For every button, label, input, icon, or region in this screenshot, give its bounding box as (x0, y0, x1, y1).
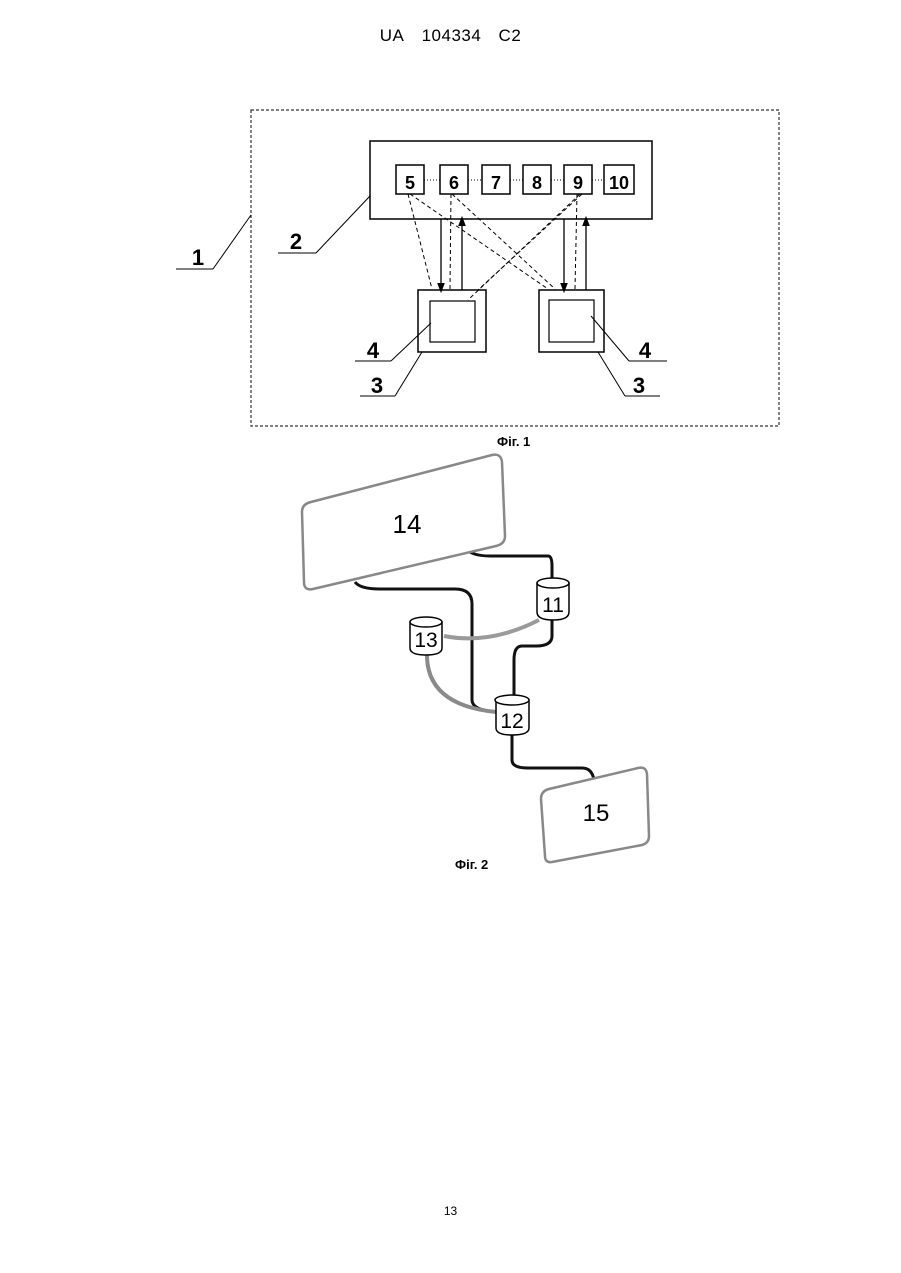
screen-right (549, 300, 594, 342)
module-label-7: 7 (491, 173, 501, 193)
module-label-8: 8 (532, 173, 542, 193)
callout-2: 2 (290, 229, 302, 254)
cable-11-to-12 (514, 614, 552, 695)
panel-15-label: 15 (583, 800, 610, 827)
module-label-6: 6 (449, 173, 459, 193)
panel-14-label: 14 (393, 509, 422, 539)
cable-14-to-11 (464, 548, 552, 578)
figure-1-caption: Фіг. 1 (497, 434, 530, 449)
callout-4-right: 4 (639, 338, 652, 363)
figure-1-diagram: 5 6 7 8 9 10 (176, 110, 779, 426)
callout-4-left: 4 (367, 338, 380, 363)
leader-1-slant (213, 215, 251, 269)
screen-left (430, 301, 475, 342)
figure-2-diagram: 14 15 11 13 12 (302, 455, 649, 862)
cable-13-to-11 (444, 620, 539, 638)
node-11: 11 (537, 578, 569, 620)
callout-3-right: 3 (633, 373, 645, 398)
callout-1: 1 (192, 245, 204, 270)
page-number: 13 (0, 1204, 901, 1218)
cable-12-to-15 (512, 735, 594, 780)
figure-2-caption: Фіг. 2 (455, 857, 488, 872)
cable-13-to-12 (427, 652, 496, 712)
callout-3-left: 3 (371, 373, 383, 398)
module-label-5: 5 (405, 173, 415, 193)
module-label-10: 10 (609, 173, 629, 193)
leader-3-left-slant (395, 352, 422, 396)
node-12-label: 12 (500, 710, 523, 733)
leader-2-slant (316, 196, 370, 253)
module-label-9: 9 (573, 173, 583, 193)
node-13-label: 13 (414, 629, 437, 652)
node-12: 12 (495, 695, 529, 735)
leader-3-right-slant (598, 352, 625, 396)
node-13: 13 (410, 617, 442, 655)
node-11-label: 11 (542, 594, 564, 617)
